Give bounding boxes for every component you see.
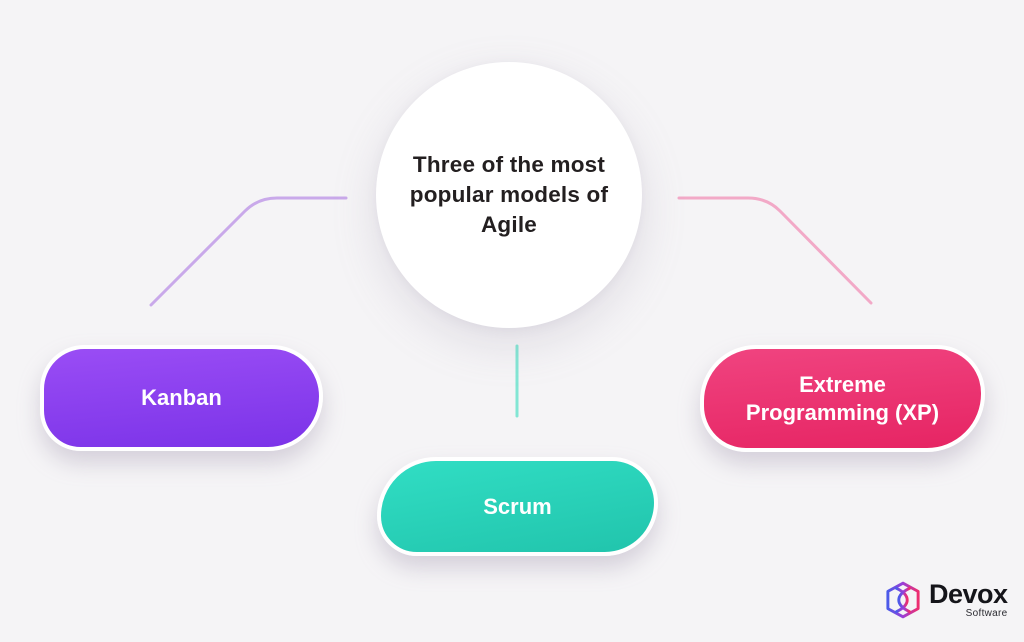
connector-kanban-line bbox=[149, 196, 348, 307]
central-node: Three of the most popular models of Agil… bbox=[376, 62, 642, 328]
connector-xp-line bbox=[677, 196, 873, 305]
devox-logo-name: Devox bbox=[929, 579, 1008, 609]
node-scrum-label: Scrum bbox=[483, 493, 552, 519]
node-xp-label: Extreme Programming (XP) bbox=[745, 371, 940, 425]
node-kanban: Kanban bbox=[40, 345, 323, 451]
devox-logo-subtitle: Software bbox=[965, 608, 1008, 619]
node-scrum: Scrum bbox=[377, 457, 658, 556]
node-xp: Extreme Programming (XP) bbox=[700, 345, 985, 452]
devox-logo: Devox Software bbox=[884, 581, 1008, 619]
devox-hexagon-icon bbox=[886, 581, 920, 619]
central-node-title: Three of the most popular models of Agil… bbox=[409, 152, 609, 237]
node-kanban-label: Kanban bbox=[141, 385, 222, 410]
devox-logo-text: Devox Software bbox=[929, 579, 1008, 620]
